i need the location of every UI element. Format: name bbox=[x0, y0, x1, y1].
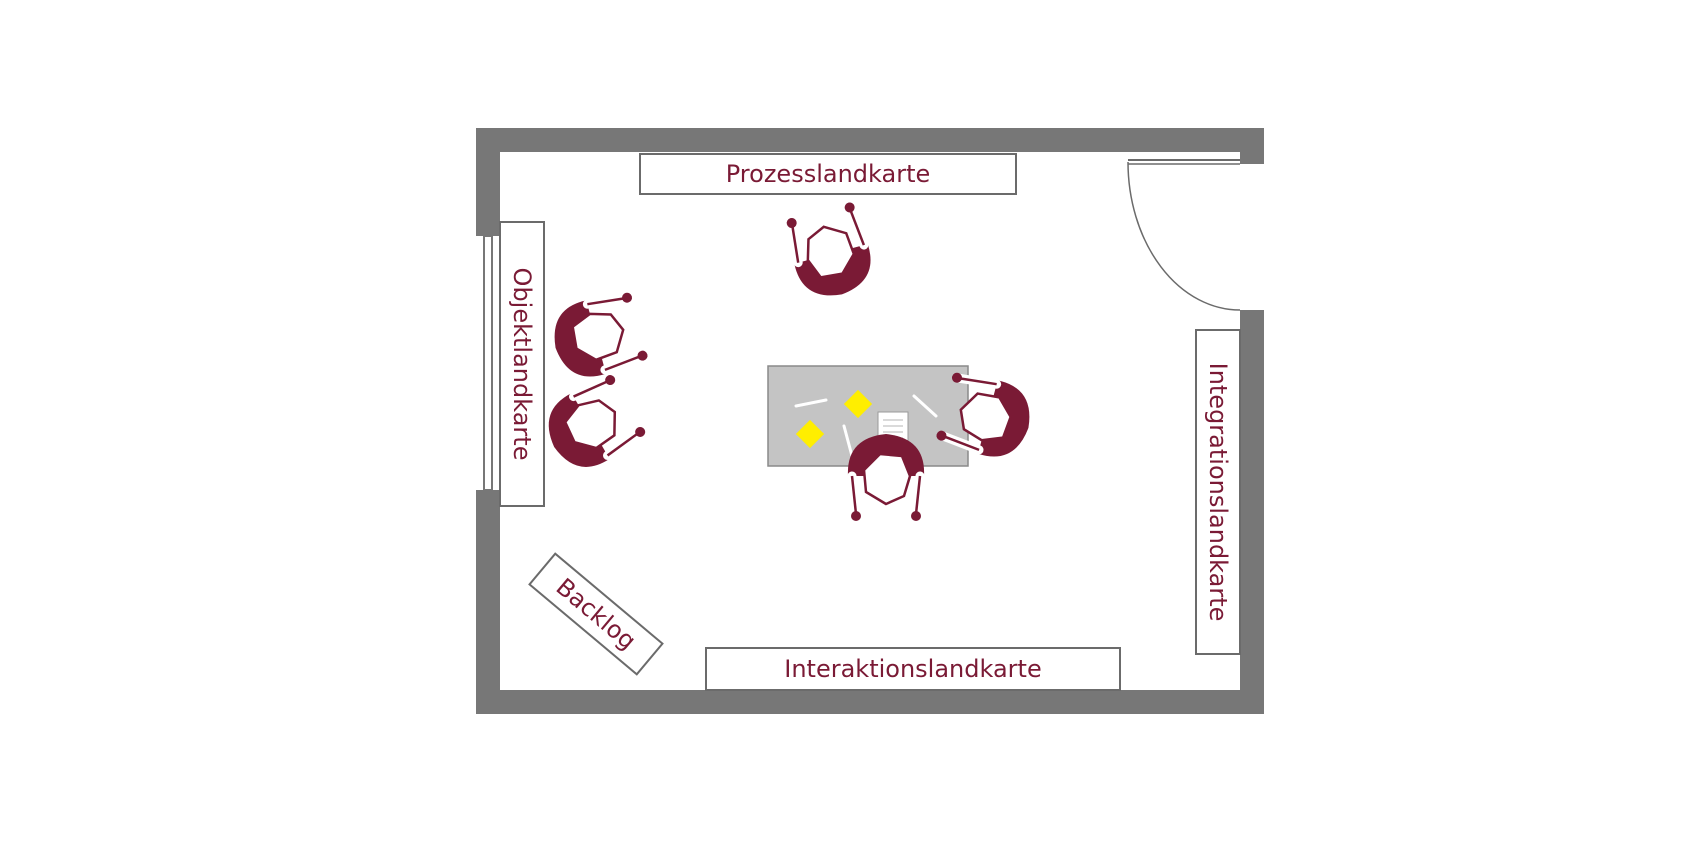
wall-left-upper bbox=[476, 128, 500, 236]
pen-icon bbox=[842, 424, 854, 458]
sticky-note-icon bbox=[795, 419, 825, 449]
board-backlog: Backlog bbox=[528, 552, 664, 676]
pen-icon bbox=[912, 394, 938, 418]
person-seated-icon bbox=[848, 434, 924, 521]
label-integrationslandkarte: Integrationslandkarte bbox=[1204, 363, 1232, 622]
wall-right-upper bbox=[1240, 128, 1264, 164]
label-prozesslandkarte: Prozesslandkarte bbox=[726, 160, 931, 188]
wall-top bbox=[476, 128, 1264, 152]
person-seated-icon bbox=[783, 201, 879, 305]
window-left bbox=[483, 235, 493, 491]
pen-icon bbox=[794, 398, 828, 408]
sticky-note-icon bbox=[843, 389, 873, 419]
door-icon bbox=[1127, 159, 1241, 311]
wall-left-lower bbox=[476, 490, 500, 714]
board-objektlandkarte: Objektlandkarte bbox=[499, 221, 545, 507]
label-objektlandkarte: Objektlandkarte bbox=[508, 268, 536, 461]
person-seated-icon bbox=[546, 289, 650, 385]
person-seated-icon bbox=[535, 371, 648, 480]
board-prozesslandkarte: Prozesslandkarte bbox=[639, 153, 1017, 195]
wall-right-lower bbox=[1240, 310, 1264, 714]
wall-bottom bbox=[476, 690, 1264, 714]
board-interaktionslandkarte: Interaktionslandkarte bbox=[705, 647, 1121, 691]
room-walls bbox=[476, 128, 1264, 714]
label-interaktionslandkarte: Interaktionslandkarte bbox=[784, 655, 1041, 683]
board-integrationslandkarte: Integrationslandkarte bbox=[1195, 329, 1241, 655]
